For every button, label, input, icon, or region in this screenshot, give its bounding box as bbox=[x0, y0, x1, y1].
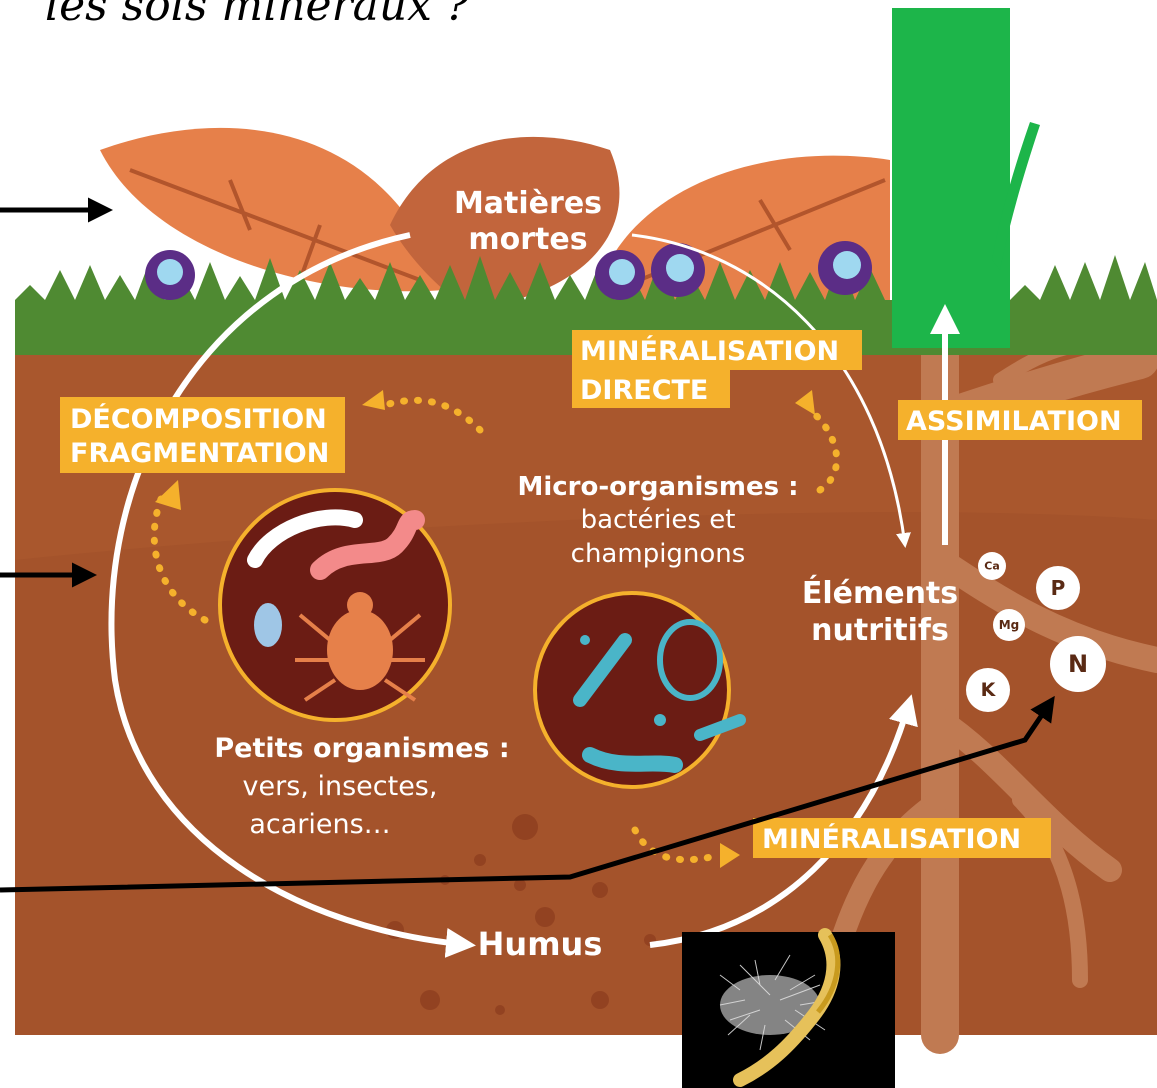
nutrient-mg: Mg bbox=[993, 609, 1025, 641]
svg-text:MINÉRALISATION: MINÉRALISATION bbox=[762, 823, 1021, 855]
nutrient-p: P bbox=[1036, 566, 1080, 610]
svg-text:DÉCOMPOSITION: DÉCOMPOSITION bbox=[70, 403, 327, 435]
label-nutrients-2: nutritifs bbox=[811, 613, 949, 648]
label-small-1: Petits organismes : bbox=[214, 733, 509, 764]
svg-text:DIRECTE: DIRECTE bbox=[580, 375, 708, 406]
svg-text:P: P bbox=[1051, 576, 1066, 600]
heading-handwritten: les sols minéraux ? bbox=[45, 0, 470, 31]
svg-text:Mg: Mg bbox=[999, 618, 1020, 632]
label-micro-2: bactéries et bbox=[581, 505, 736, 535]
label-micro-1: Micro-organismes : bbox=[517, 472, 798, 502]
label-dead-matter-1: Matières bbox=[454, 186, 602, 221]
svg-text:K: K bbox=[981, 679, 997, 701]
tag-mineralisation: MINÉRALISATION bbox=[753, 818, 1051, 858]
svg-text:FRAGMENTATION: FRAGMENTATION bbox=[70, 438, 329, 469]
label-small-2: vers, insectes, bbox=[243, 771, 438, 802]
svg-text:N: N bbox=[1068, 650, 1088, 678]
svg-text:MINÉRALISATION: MINÉRALISATION bbox=[580, 335, 839, 367]
small-organisms-circle bbox=[220, 490, 450, 720]
tag-assimilation: ASSIMILATION bbox=[898, 400, 1142, 440]
label-humus: Humus bbox=[478, 925, 603, 963]
label-small-3: acariens… bbox=[249, 809, 390, 840]
root-hair-photo bbox=[682, 932, 895, 1088]
label-nutrients-1: Éléments bbox=[802, 575, 958, 611]
svg-text:Ca: Ca bbox=[984, 560, 1000, 573]
label-micro-3: champignons bbox=[571, 539, 746, 569]
svg-text:ASSIMILATION: ASSIMILATION bbox=[906, 406, 1122, 437]
nutrient-n: N bbox=[1050, 636, 1106, 692]
nutrient-ca: Ca bbox=[978, 552, 1006, 580]
tag-decomposition: DÉCOMPOSITION FRAGMENTATION bbox=[60, 397, 345, 473]
plant-stem bbox=[892, 8, 1010, 348]
label-dead-matter-2: mortes bbox=[468, 222, 587, 257]
nutrient-k: K bbox=[966, 668, 1010, 712]
